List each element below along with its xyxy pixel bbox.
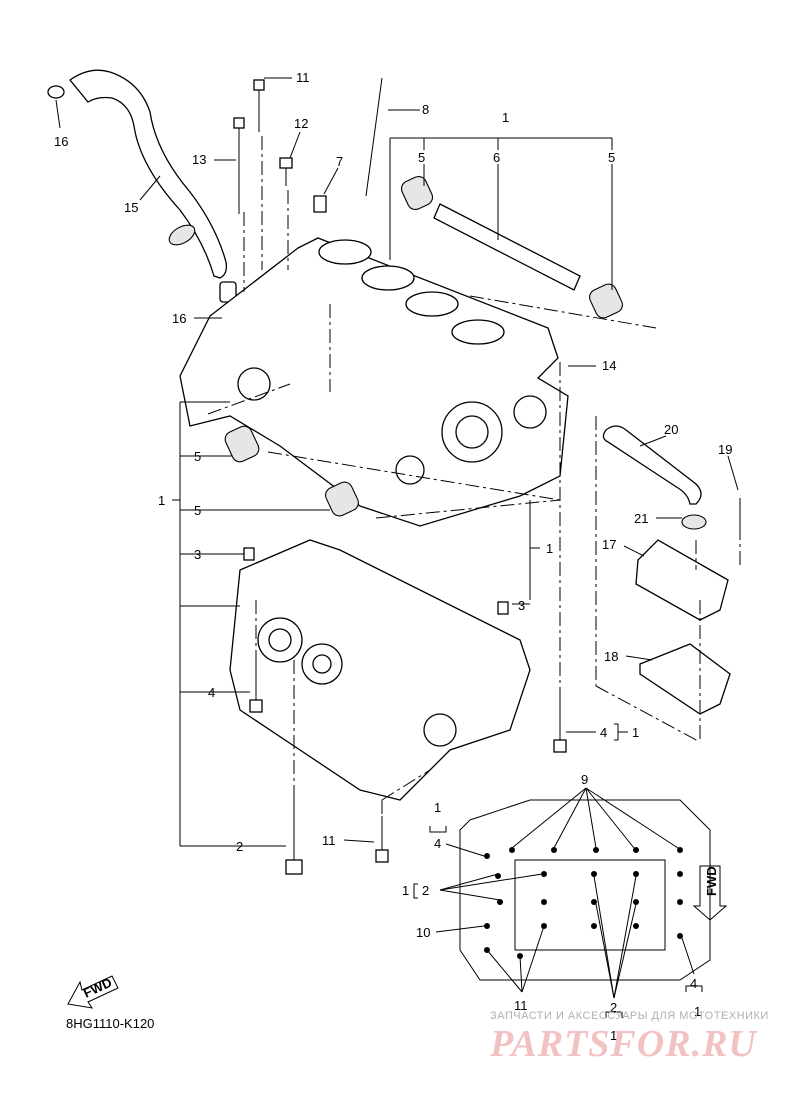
callout-5-b: 5: [194, 503, 201, 518]
callout-9: 9: [581, 772, 588, 787]
callout-16-top: 16: [54, 134, 68, 149]
callout-11-bottom: 11: [322, 833, 336, 848]
callout-12: 12: [294, 116, 308, 131]
callout-19: 19: [718, 442, 732, 457]
bolt-pattern-plan-view: [459, 799, 711, 981]
callout-2-b1: 2: [422, 883, 429, 898]
diagram-code: 8HG1110-K120: [66, 1016, 155, 1031]
callout-18: 18: [604, 649, 618, 664]
callout-1-b2: 1: [402, 883, 409, 898]
hose-assembly: [47, 69, 239, 329]
lower-crankcase: [229, 539, 531, 801]
svg-text:FWD: FWD: [81, 975, 114, 1001]
fwd-arrow-plan: FWD: [692, 865, 728, 921]
bolts-lower: [249, 664, 567, 875]
callout-2-b2: 2: [610, 1000, 617, 1015]
callout-1-top: 1: [502, 110, 509, 125]
callout-3-left: 3: [194, 547, 201, 562]
callout-20: 20: [664, 422, 678, 437]
upper-crankcase: [179, 237, 569, 527]
leader-lines: [55, 77, 739, 999]
callout-labels: 1 5 6 5 7 8 11 12 13 14 15 16 16 5 1 5 3…: [54, 70, 732, 1043]
watermark-tagline: ЗАПЧАСТИ И АКСЕССУАРЫ ДЛЯ МОТОТЕХНИКИ: [490, 1010, 769, 1022]
callout-4-b1: 4: [434, 836, 441, 851]
watermark-logo: PARTSFOR.RU: [490, 1023, 757, 1065]
callout-1-b1: 1: [434, 800, 441, 815]
callout-1-left: 1: [158, 493, 165, 508]
callout-15: 15: [124, 200, 138, 215]
callout-1-right: 1: [546, 541, 553, 556]
tube-and-bushings: [224, 175, 623, 517]
callout-11-top: 11: [296, 70, 310, 85]
callout-4-right: 4: [600, 725, 607, 740]
callout-16-mid: 16: [172, 311, 186, 326]
callout-1-b4: 1: [694, 1004, 701, 1019]
callout-3-right: 3: [518, 598, 525, 613]
callout-13: 13: [192, 152, 206, 167]
callout-4-b2: 4: [690, 976, 697, 991]
callout-11-b: 11: [514, 998, 528, 1013]
callout-17: 17: [602, 537, 616, 552]
callout-7: 7: [336, 154, 343, 169]
svg-text:FWD: FWD: [704, 866, 719, 896]
callout-5-left: 5: [418, 150, 425, 165]
callout-14: 14: [602, 358, 616, 373]
callout-1-b3: 1: [610, 1028, 617, 1043]
callout-4-right-1: 1: [632, 725, 639, 740]
bolts-top: [233, 77, 383, 214]
callout-8: 8: [422, 102, 429, 117]
callout-2-left: 2: [236, 839, 243, 854]
callout-5-right: 5: [608, 150, 615, 165]
callout-5-a: 5: [194, 449, 201, 464]
callout-21: 21: [634, 511, 648, 526]
breather-parts: [602, 425, 741, 715]
center-lines: [207, 136, 741, 816]
callout-4-left: 4: [208, 685, 215, 700]
fwd-arrow-corner: FWD: [67, 975, 119, 1009]
callout-6: 6: [493, 150, 500, 165]
callout-10: 10: [416, 925, 430, 940]
